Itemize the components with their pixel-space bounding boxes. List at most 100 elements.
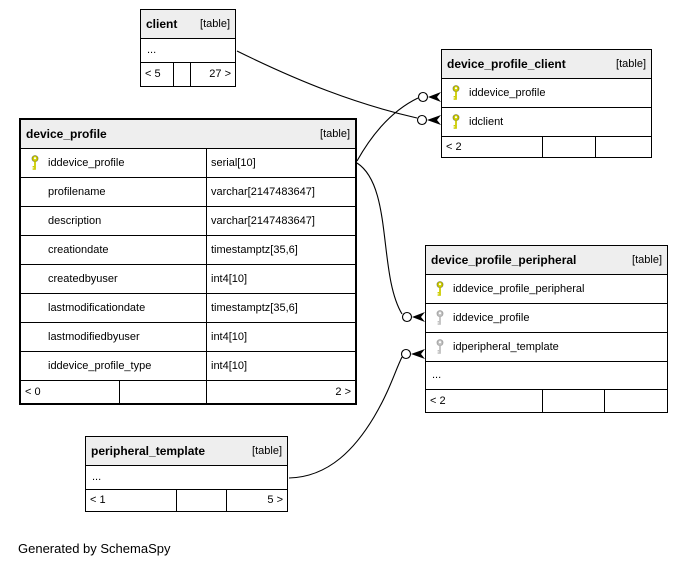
column-row: description varchar[2147483647] [21,207,355,236]
stat-middle [177,490,227,511]
column-type: int4[10] [211,359,248,372]
table-header: client [table] [141,10,235,39]
stat-children: < 0 [21,381,120,403]
primary-key-icon [452,85,459,100]
table-device_profile_peripheral[interactable]: device_profile_peripheral [table] iddevi… [425,245,668,413]
table-title: device_profile [26,127,107,141]
relationship-stats: < 2 [426,390,667,412]
column-row: iddevice_profile_peripheral [426,275,667,304]
table-header: device_profile_peripheral [table] [426,246,667,275]
edge-crowfoot-arrow [411,349,425,359]
ellipsis-label: ... [147,44,157,56]
table-title: peripheral_template [91,444,206,458]
table-device_profile_client[interactable]: device_profile_client [table] iddevice_p… [441,49,652,158]
table-peripheral_template[interactable]: peripheral_template [table] ... < 1 5 > [85,436,288,512]
table-type-badge: [table] [320,127,350,140]
table-header: device_profile_client [table] [442,50,651,79]
column-row: iddevice_profile [442,79,651,108]
column-row: iddevice_profile [426,304,667,333]
stat-children: < 5 [141,63,174,86]
relationship-stats: < 1 5 > [86,490,287,511]
relationship-stats: < 5 27 > [141,63,235,86]
foreign-key-icon [436,339,443,354]
stat-middle [543,137,596,157]
column-name: idperipheral_template [453,340,559,353]
table-header: device_profile [table] [21,120,355,149]
table-device_profile[interactable]: device_profile [table] iddevice_profile … [19,118,357,405]
primary-key-icon [452,114,459,129]
column-type: timestamptz[35,6] [211,301,298,314]
column-name: description [48,214,102,227]
key-slot [21,294,48,322]
edge-device_profile-to-device_profile_peripheral [356,162,403,315]
stat-children: < 2 [426,390,543,412]
column-name: idclient [469,115,504,128]
table-client[interactable]: client [table] ... < 5 27 > [140,9,236,87]
table-type-badge: [table] [632,253,662,266]
stat-parents [605,390,667,412]
stat-parents: 27 > [209,68,231,80]
column-name: iddevice_profile [469,86,546,99]
edge-client-to-device_profile_client [236,50,418,119]
edge-crowfoot-arrow [428,92,441,102]
column-row: lastmodifiedbyuser int4[10] [21,323,355,352]
column-name: lastmodifiedbyuser [48,330,140,343]
edge-terminator-circle [417,91,429,103]
table-title: device_profile_client [447,57,566,71]
column-name: iddevice_profile_peripheral [453,282,585,295]
stat-middle [120,381,207,403]
table-header: peripheral_template [table] [86,437,287,466]
key-slot [21,323,48,351]
column-name: creationdate [48,243,109,256]
column-row: iddevice_profile serial[10] [21,149,355,178]
stat-middle [543,390,605,412]
column-row: profilename varchar[2147483647] [21,178,355,207]
stat-middle [174,63,191,86]
key-slot [21,207,48,235]
column-type: varchar[2147483647] [211,214,315,227]
stat-parents [596,137,651,157]
column-row: iddevice_profile_type int4[10] [21,352,355,381]
column-row: lastmodificationdate timestamptz[35,6] [21,294,355,323]
column-name: createdbyuser [48,272,118,285]
table-title: device_profile_peripheral [431,253,577,267]
primary-key-icon [436,281,443,296]
key-slot [426,333,453,361]
column-name: lastmodificationdate [48,301,146,314]
relationship-stats: < 2 [442,137,651,157]
column-type: serial[10] [211,156,256,169]
key-slot [21,149,48,177]
generator-note: Generated by SchemaSpy [18,541,171,556]
column-type: varchar[2147483647] [211,185,315,198]
stat-parents: 5 > [267,494,283,506]
edge-crowfoot-arrow [427,115,441,125]
column-name: iddevice_profile [453,311,530,324]
key-slot [21,352,48,380]
key-slot [21,178,48,206]
key-slot [21,265,48,293]
column-name: iddevice_profile [48,156,125,169]
foreign-key-icon [436,310,443,325]
column-name: iddevice_profile_type [48,359,152,372]
table-title: client [146,17,178,31]
edge-terminator-circle [416,114,428,126]
table-type-badge: [table] [252,444,282,457]
primary-key-icon [31,155,38,170]
edge-terminator-circle [401,311,413,323]
column-row: creationdate timestamptz[35,6] [21,236,355,265]
edge-device_profile-to-device_profile_client [356,97,419,162]
stat-parents: 2 > [335,385,351,398]
column-type: int4[10] [211,272,248,285]
column-row: idclient [442,108,651,137]
key-slot [426,275,453,303]
key-slot [442,108,469,136]
edge-peripheral_template-to-device_profile_peripheral [288,356,403,479]
edge-crowfoot-arrow [412,312,425,322]
key-slot [442,79,469,107]
truncated-columns-indicator: ... [426,362,667,390]
stat-children: < 1 [86,490,177,511]
relationship-stats: < 0 2 > [21,381,355,403]
key-slot [426,304,453,332]
key-slot [21,236,48,264]
